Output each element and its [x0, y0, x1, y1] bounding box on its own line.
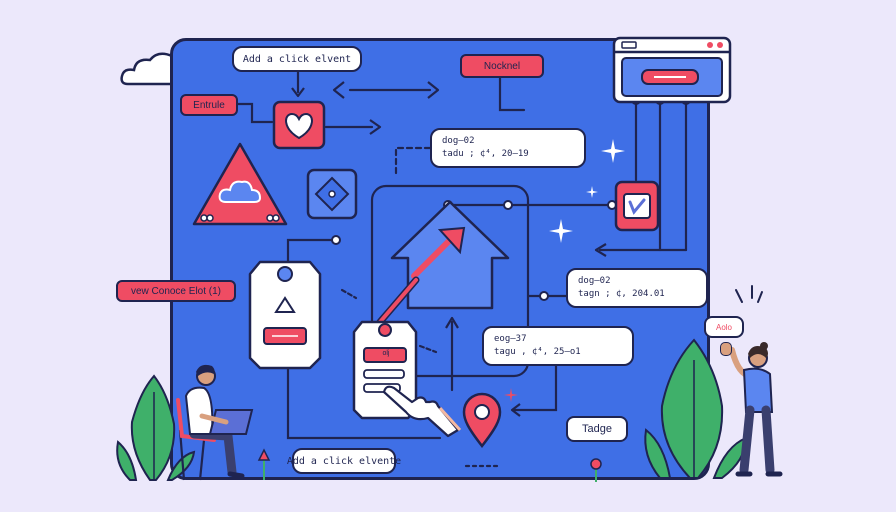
heart-icon[interactable]	[272, 100, 326, 150]
code-block-c: eog—37 tagu , ¢⁴, 25—o1	[482, 326, 634, 366]
code-block-a-line2: tadu ; ¢⁴, 20—19	[442, 149, 529, 159]
code-block-b-line2: tagn ; ¢, 204.01	[578, 289, 665, 299]
sparkle-icon	[586, 186, 598, 198]
sparkle-icon	[549, 219, 573, 243]
map-pin-icon[interactable]	[462, 392, 502, 448]
hand-pointer-icon	[382, 385, 462, 438]
diamond-icon[interactable]	[306, 168, 358, 220]
form-card-icon[interactable]	[350, 318, 420, 422]
tag-card-icon[interactable]	[246, 258, 324, 370]
bottom-callout: Add a click elvente	[287, 448, 401, 474]
plant-right-icon	[644, 338, 748, 479]
code-block-a: dog—02 tadu ; ¢⁴, 20—19	[430, 128, 586, 168]
checkmark-icon[interactable]	[614, 180, 660, 232]
sparkle-icon	[504, 388, 518, 402]
nocknel-tag: Nocknel	[460, 54, 544, 78]
top-callout: Add a click elvent	[232, 46, 362, 72]
code-block-b: dog—02 tagn ; ¢, 204.01	[566, 268, 708, 308]
plant-left-icon	[116, 374, 196, 481]
tadge-callout: Tadge	[566, 416, 628, 442]
flower-icon	[590, 458, 602, 482]
pointer-line	[376, 276, 420, 326]
home-icon[interactable]	[384, 196, 516, 314]
warning-triangle-icon	[192, 142, 288, 226]
aolo-badge: Aolo	[704, 316, 744, 338]
sparkle-icon	[601, 139, 625, 163]
code-block-b-line1: dog—02	[578, 276, 611, 286]
view-label-tag: vew Conoce Elot (1)	[116, 280, 236, 302]
code-block-a-line1: dog—02	[442, 136, 475, 146]
browser-window-icon[interactable]	[612, 36, 732, 106]
flower-icon	[257, 448, 271, 480]
code-block-c-line1: eog—37	[494, 334, 527, 344]
person-standing	[729, 285, 783, 477]
entrule-tag: Entrule	[180, 94, 238, 116]
hand-raised-icon	[720, 342, 732, 356]
form-card-tag-label: olj	[382, 350, 390, 357]
code-block-c-line2: tagu , ¢⁴, 25—o1	[494, 347, 581, 357]
person-with-laptop	[176, 364, 254, 481]
